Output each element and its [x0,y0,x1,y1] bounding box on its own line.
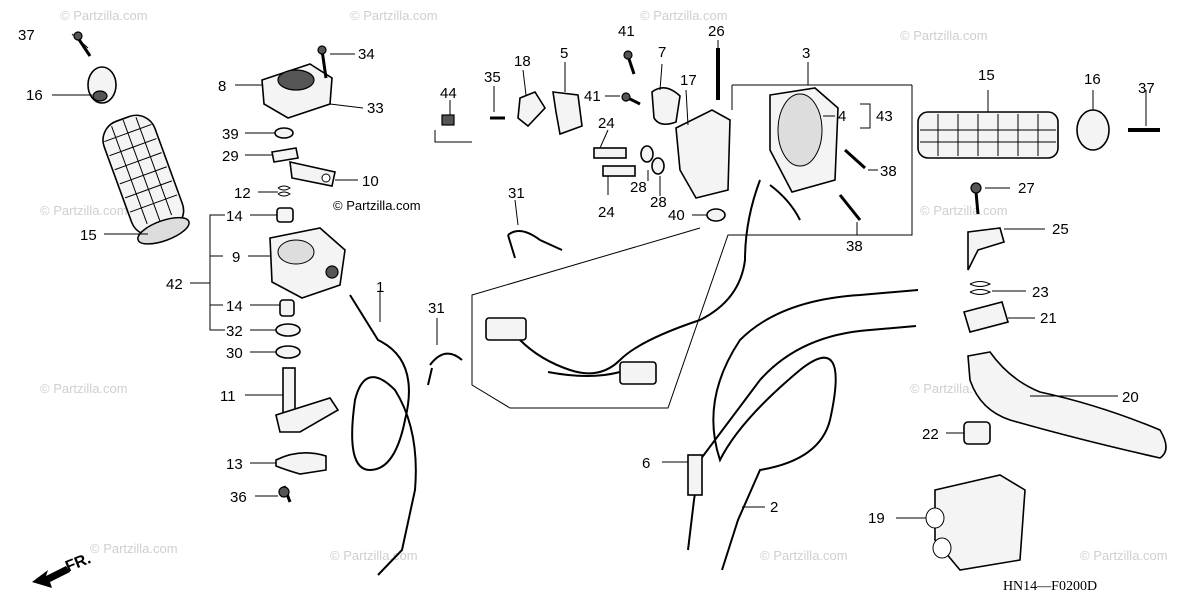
callout-2[interactable]: 2 [770,499,778,516]
front-label: FR. [63,550,93,575]
callout-24[interactable]: 24 [598,204,615,221]
callout-39[interactable]: 39 [222,126,239,143]
front-direction-arrow: FR. [32,550,93,588]
callout-21[interactable]: 21 [1040,310,1057,327]
callout-4[interactable]: 4 [838,108,846,125]
left-grip-assembly [52,31,190,245]
switch-harness-assembly [471,62,913,409]
watermark: © Partzilla.com [1080,548,1168,563]
clip [427,352,463,386]
throttle-housing-assembly [190,45,364,503]
callout-3[interactable]: 3 [802,45,810,62]
callout-22[interactable]: 22 [922,426,939,443]
callout-7[interactable]: 7 [658,44,666,61]
callout-9[interactable]: 9 [232,249,240,266]
center-switch-parts [434,40,731,222]
callout-41[interactable]: 41 [618,23,635,40]
callout-16[interactable]: 16 [26,87,43,104]
callout-35[interactable]: 35 [484,69,501,86]
callout-5[interactable]: 5 [560,45,568,62]
callout-1[interactable]: 1 [376,279,384,296]
brake-lever-assembly [896,182,1167,571]
callout-24[interactable]: 24 [598,115,615,132]
watermark: © Partzilla.com [40,381,128,396]
brake-cables [662,289,919,571]
callout-labels: 37 16 15 8 34 33 39 29 10 12 14 9 42 14 … [18,23,1155,527]
watermark: © Partzilla.com [60,8,148,23]
callout-34[interactable]: 34 [358,46,375,63]
watermark: © Partzilla.com [90,541,178,556]
callout-14[interactable]: 14 [226,208,243,225]
callout-44[interactable]: 44 [440,85,457,102]
callout-32[interactable]: 32 [226,323,243,340]
callout-19[interactable]: 19 [868,510,885,527]
clip [507,230,563,259]
callout-16[interactable]: 16 [1084,71,1101,88]
callout-30[interactable]: 30 [226,345,243,362]
callout-41[interactable]: 41 [584,88,601,105]
callout-13[interactable]: 13 [226,456,243,473]
callout-38[interactable]: 38 [846,238,863,255]
callout-33[interactable]: 33 [367,100,384,117]
callout-31[interactable]: 31 [508,185,525,202]
callout-29[interactable]: 29 [222,148,239,165]
callout-28[interactable]: 28 [630,179,647,196]
callout-31[interactable]: 31 [428,300,445,317]
watermark: © Partzilla.com [640,8,728,23]
watermark: © Partzilla.com [350,8,438,23]
watermark: © Partzilla.com [40,203,128,218]
callout-28[interactable]: 28 [650,194,667,211]
callout-23[interactable]: 23 [1032,284,1049,301]
watermark: © Partzilla.com [760,548,848,563]
right-grip-assembly [917,90,1160,159]
callout-20[interactable]: 20 [1122,389,1139,406]
callout-14[interactable]: 14 [226,298,243,315]
callout-15[interactable]: 15 [978,67,995,84]
throttle-cable [349,292,417,576]
callout-43[interactable]: 43 [876,108,893,125]
callout-11[interactable]: 11 [220,388,236,405]
watermark: © Partzilla.com [330,548,418,563]
callout-18[interactable]: 18 [514,53,531,70]
callout-8[interactable]: 8 [218,78,226,95]
callout-38[interactable]: 38 [880,163,897,180]
callout-25[interactable]: 25 [1052,221,1069,238]
callout-6[interactable]: 6 [642,455,650,472]
callout-10[interactable]: 10 [362,173,379,190]
callout-40[interactable]: 40 [668,207,685,224]
watermark-center: © Partzilla.com [333,198,421,213]
callout-12[interactable]: 12 [234,185,251,202]
callout-42[interactable]: 42 [166,276,183,293]
callout-15[interactable]: 15 [80,227,97,244]
callout-37[interactable]: 37 [1138,80,1155,97]
callout-26[interactable]: 26 [708,23,725,40]
callout-27[interactable]: 27 [1018,180,1035,197]
callout-37[interactable]: 37 [18,27,35,44]
watermark: © Partzilla.com [920,203,1008,218]
callout-36[interactable]: 36 [230,489,247,506]
diagram-code: HN14—F0200D [1003,579,1097,594]
watermark: © Partzilla.com [900,28,988,43]
callout-17[interactable]: 17 [680,72,697,89]
